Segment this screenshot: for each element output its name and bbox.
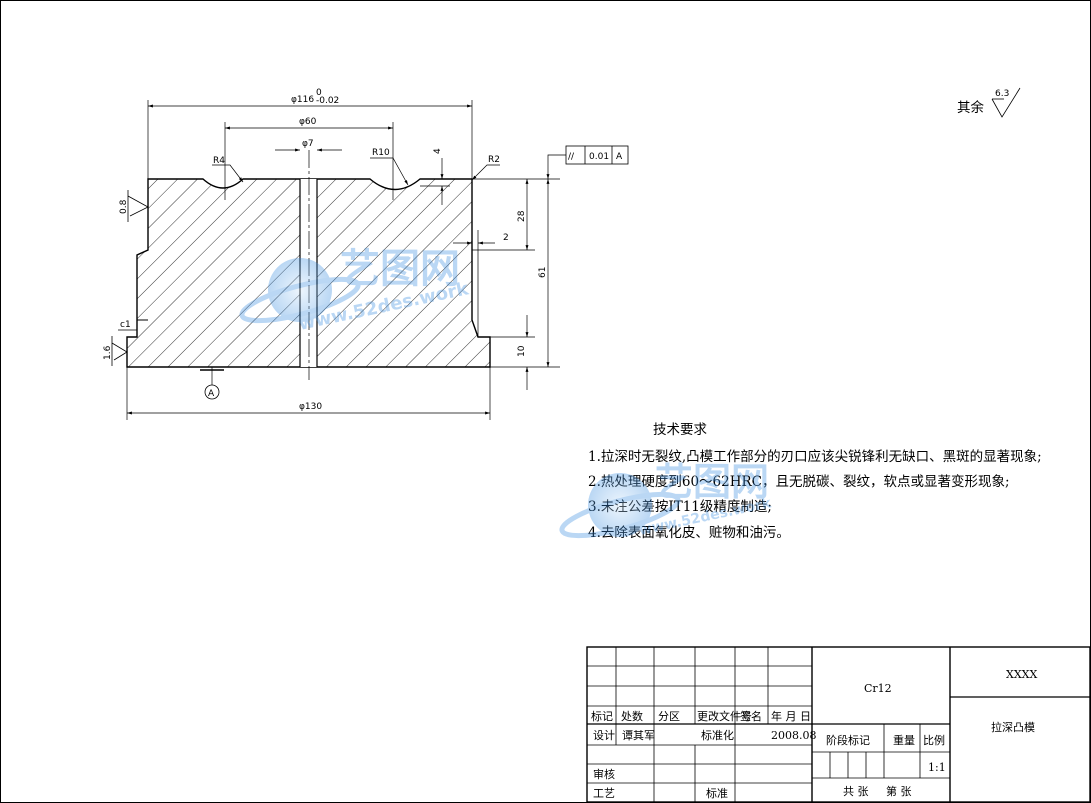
date-value: 2008.08 <box>771 729 817 742</box>
header-date: 年 月 日 <box>771 709 811 723</box>
gdt-symbol: // <box>568 152 575 162</box>
watermark-text: 艺图网 <box>655 460 769 504</box>
material-value: Cr12 <box>864 682 892 695</box>
scale-label: 比例 <box>923 733 945 747</box>
header-count: 处数 <box>621 710 643 723</box>
requirement-item: 1.拉深时无裂纹,凸模工作部分的刃口应该尖锐锋利无缺口、黑斑的显著现象; <box>588 448 1042 465</box>
dim-chamfer: c1 <box>120 320 131 330</box>
title-block-texts: 标记 处数 分区 更改文件号 签名 年 月 日 设计 谭其军 标准化 2008.… <box>591 668 1037 800</box>
scale-value: 1:1 <box>928 761 946 774</box>
rough-bottom-value: 1.6 <box>103 345 113 360</box>
rough-top-value: 0.8 <box>119 199 129 214</box>
surface-finish-label: 其余 <box>957 99 985 116</box>
datum-a: A <box>204 384 220 400</box>
requirements-title: 技术要求 <box>653 422 707 438</box>
dim-h61: 61 <box>538 267 548 278</box>
dim-r10: R10 <box>372 148 390 158</box>
designer-name: 谭其军 <box>622 729 655 742</box>
datum-a-label: A <box>208 389 215 399</box>
header-zone: 分区 <box>658 710 680 723</box>
dim-r4: R4 <box>213 156 225 166</box>
dim-depth4: 4 <box>433 148 443 154</box>
dim-d60: φ60 <box>299 117 317 127</box>
dim-d116-tol-upper: 0 <box>316 88 322 98</box>
technical-requirements: 技术要求 1.拉深时无裂纹,凸模工作部分的刃口应该尖锐锋利无缺口、黑斑的显著现象… <box>588 422 1042 541</box>
requirement-item: 2.热处理硬度到60～62HRC，且无脱碳、裂纹，软点或显著变形现象; <box>588 474 1010 490</box>
gdt-frame: // 0.01 A <box>565 145 629 165</box>
roughness-top: 0.8 <box>119 190 149 222</box>
design-label: 设计 <box>593 729 615 742</box>
title-block <box>586 646 1091 803</box>
dim-h28: 28 <box>517 210 527 222</box>
drawing-code: XXXX <box>1006 668 1037 681</box>
part-name: 拉深凸模 <box>991 720 1035 734</box>
dim-h10: 10 <box>517 345 527 357</box>
header-change-doc: 更改文件号 <box>697 709 752 723</box>
total-sheets: 共 张 <box>843 785 869 798</box>
gdt-tolerance: 0.01 <box>589 152 609 162</box>
dimension-texts: φ116 0 -0.02 φ60 φ7 φ130 R4 R10 R2 4 28 … <box>120 88 548 412</box>
dim-d130: φ130 <box>299 402 322 412</box>
header-mark: 标记 <box>591 709 613 723</box>
review-label: 审核 <box>593 767 615 781</box>
header-signature: 签名 <box>740 709 762 723</box>
dim-d116-tol-lower: -0.02 <box>316 96 339 106</box>
dim-w2: 2 <box>503 233 509 243</box>
approve-label: 标准 <box>706 786 728 800</box>
gdt-datum: A <box>616 152 623 162</box>
dim-r2: R2 <box>488 155 500 165</box>
dimension-lines <box>118 100 566 420</box>
surface-finish-value: 6.3 <box>995 89 1009 99</box>
watermark-text: 艺图网 <box>340 246 460 292</box>
dim-d116: φ116 <box>291 95 314 105</box>
stage-mark-label: 阶段标记 <box>826 733 870 747</box>
roughness-bottom: 1.6 <box>103 336 128 366</box>
globe-icon <box>268 258 332 322</box>
standardization-label: 标准化 <box>701 728 734 742</box>
surface-finish-note: 其余 6.3 <box>957 87 1021 118</box>
dim-d7: φ7 <box>302 139 314 149</box>
weight-label: 重量 <box>893 733 915 747</box>
process-label: 工艺 <box>593 787 615 800</box>
globe-icon <box>588 473 652 537</box>
sheet-number: 第 张 <box>886 784 912 798</box>
